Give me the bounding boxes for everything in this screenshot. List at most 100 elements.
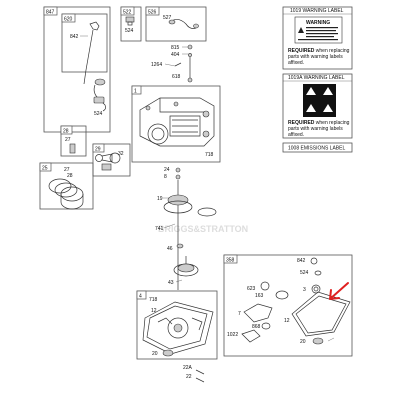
callout-46: 46 [167,246,173,252]
group-526: 526 527 [145,6,207,42]
piston-part [48,178,84,210]
callout-1022: 1022 [227,332,238,338]
group-4-sump: 4 718 12 20 [136,290,218,360]
group-29: 29 32 [92,143,131,177]
hazard-icon-1 [306,87,316,95]
callout-1264: 1264 [151,62,162,68]
warning-1019-frame [282,6,353,70]
group-847-frame [43,6,111,133]
callout-22: 22 [186,374,192,380]
svg-text:REQUIRED when replacing: REQUIRED when replacing [288,120,350,126]
callout-22a: 22A [183,365,193,371]
group-4-frame [136,290,218,360]
callout-842: 842 [70,34,79,40]
warning-1019a-line2: parts with warning labels [288,126,343,132]
hazard-icon-2 [323,87,333,95]
warning-1019-required: REQUIRED [288,48,315,54]
callout-28-box: 28 [63,129,69,135]
callout-522: 522 [123,10,132,16]
warning-pictogram-sticker [303,84,336,117]
emissions-label-1008: 1008 EMISSIONS LABEL [282,142,353,153]
hazard-icon-4 [323,104,333,112]
warning-label-1019: 1019 WARNING LABEL WARNING REQUIRED when… [282,6,353,70]
warning-1019-title: 1019 WARNING LABEL [290,8,344,14]
group-522: 522 524 [120,6,142,42]
o-ring-part [260,281,270,291]
warning-1019-required-rest: when replacing [314,48,349,54]
warning-label-1019a: 1019A WARNING LABEL REQUIRED when replac… [282,73,353,139]
hazard-icon-3 [306,104,316,112]
valve-cover-gasket-part [243,303,273,323]
group-526-frame [145,6,207,42]
callout-358: 358 [226,258,235,264]
group-1-frame [131,85,221,163]
callout-618: 618 [172,74,181,80]
callout-24: 24 [164,167,170,173]
group-25: 25 27 28 [39,162,94,210]
callout-815: 815 [171,45,180,51]
group-847: 847 620 842 524 [43,6,111,133]
group-28: 28 27 [60,125,87,157]
callout-1: 1 [134,89,137,95]
warning-triangle-icon [298,27,304,33]
group-1-cylinder: 1 718 [131,85,221,163]
callout-620: 620 [64,17,73,23]
warning-1019a-required: REQUIRED [288,120,315,126]
sump-gasket-part [291,291,351,337]
group-25-frame [39,162,94,210]
callout-718-b: 718 [149,297,158,303]
crankshaft-assembly: 24 8 19 741 46 43 [155,167,217,290]
svg-text:REQUIRED when replacing: REQUIRED when replacing [288,48,350,54]
oil-seal-part [162,349,174,357]
callout-404: 404 [171,52,180,58]
head-gasket-part [275,290,289,300]
callout-20-a: 20 [152,351,158,357]
sump-bolts: 22A 22 [183,365,205,383]
warning-1019a-required-rest: when replacing [314,120,349,126]
emissions-1008-title: 1008 EMISSIONS LABEL [288,146,345,152]
breather-tube-part [168,19,199,29]
callout-527: 527 [163,15,172,21]
oil-fill-cap-part [125,16,135,26]
callout-847: 847 [46,10,55,16]
gasket-ring-part [197,207,217,217]
callout-29: 29 [95,147,101,153]
callout-20-b: 20 [300,339,306,345]
callout-32: 32 [118,151,124,157]
callout-741: 741 [155,226,164,232]
callout-623: 623 [247,286,256,292]
group-358-gasket-set: 358 842 524 623 163 3 7 1022 868 12 20 [223,254,353,357]
connecting-rod-part [95,152,121,171]
callout-43: 43 [168,280,174,286]
callout-524-b: 524 [125,28,134,34]
group-28-frame [60,125,87,157]
red-pointer-arrow [329,282,349,300]
callout-28: 28 [67,173,73,179]
callout-842-b: 842 [297,258,306,264]
sump-cover-part [142,301,214,355]
callout-19: 19 [157,196,163,202]
tube-bracket-part [93,78,107,112]
callout-718-a: 718 [205,152,214,158]
callout-25: 25 [42,166,48,172]
callout-526: 526 [148,10,157,16]
callout-27-a: 27 [65,137,71,143]
group-358-frame [223,254,353,357]
warning-1019a-title: 1019A WARNING LABEL [288,75,345,81]
warning-1019a-frame [282,73,353,139]
callout-524-a: 524 [94,111,103,117]
callout-12-a: 12 [151,308,157,314]
callout-163: 163 [255,293,264,299]
group-29-frame [92,143,131,177]
warning-1019-line2: parts with warning labels [288,54,343,60]
warning-1019a-line3: affixed. [288,132,304,138]
warning-badge-text: WARNING [306,20,330,26]
callout-8: 8 [164,174,167,180]
callout-868: 868 [252,324,261,330]
callout-27-b: 27 [64,167,70,173]
callout-4: 4 [139,294,142,300]
warning-1019-line3: affixed. [288,60,304,66]
watermark: BRIGGS&STRATTON [158,224,248,234]
dipstick-tube-part [83,21,100,85]
